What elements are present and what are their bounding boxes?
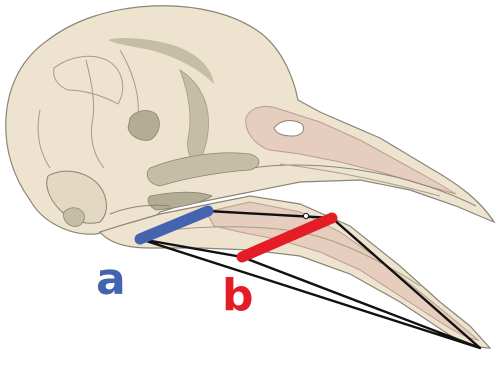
joint-marker-upper xyxy=(303,213,308,218)
label-b: b xyxy=(222,270,254,321)
label-a: a xyxy=(96,254,126,305)
orbit-shadow xyxy=(128,111,159,141)
